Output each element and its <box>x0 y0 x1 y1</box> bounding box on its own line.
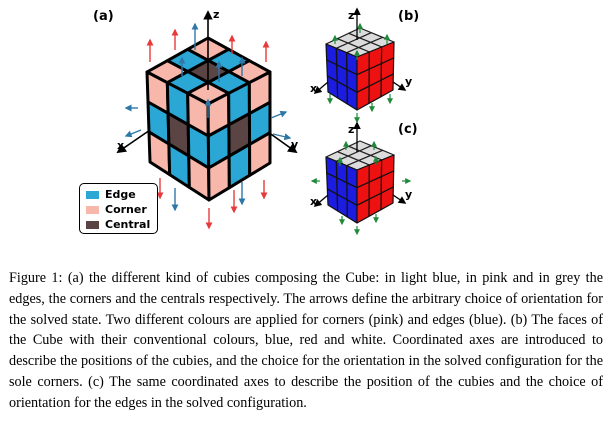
panel-label-b: (b) <box>398 9 419 24</box>
legend-item-edge: Edge <box>86 187 157 202</box>
z-axis-label-b: z <box>348 9 354 22</box>
x-axis-label-a: x <box>117 139 124 152</box>
legend-swatch-central <box>86 220 99 229</box>
panel-label-c: (c) <box>398 122 418 137</box>
arrow-blue-7 <box>272 133 292 141</box>
z-axis-label-c: z <box>348 123 354 136</box>
panel-label-a: (a) <box>93 9 114 24</box>
x-axis-c <box>313 194 329 208</box>
legend-item-central: Central <box>86 217 157 232</box>
y-axis-label-c: y <box>405 188 412 201</box>
figure-1: (a) (b) (c) z x y z x y z x y <box>93 7 419 236</box>
legend-swatch-corner <box>86 205 99 214</box>
legend: Edge Corner Central <box>79 183 158 234</box>
x-axis-label-b: x <box>310 82 317 95</box>
cube-c-diagram <box>310 140 412 236</box>
legend-swatch-edge <box>86 190 99 199</box>
legend-label-central: Central <box>105 218 151 231</box>
y-axis-a <box>267 131 298 154</box>
cube-a-right-sticker <box>248 131 272 177</box>
legend-label-edge: Edge <box>105 188 136 201</box>
arrow-blue-6 <box>270 110 288 119</box>
legend-item-corner: Corner <box>86 202 157 217</box>
x-axis-b <box>313 81 329 95</box>
arrow-blue-5 <box>124 129 142 138</box>
x-axis-a <box>116 129 151 154</box>
cube-c-right-sticker <box>380 186 394 211</box>
cube-b-right-sticker <box>380 73 394 98</box>
figure-caption: Figure 1: (a) the different kind of cubi… <box>9 270 603 411</box>
y-axis-c <box>392 194 407 204</box>
cube-b-diagram <box>325 22 395 124</box>
legend-label-corner: Corner <box>105 203 147 216</box>
y-axis-label-b: y <box>405 75 412 88</box>
z-axis-label-a: z <box>213 8 219 21</box>
y-axis-label-a: y <box>291 138 298 151</box>
y-axis-b <box>392 81 407 91</box>
x-axis-label-c: x <box>310 195 317 208</box>
